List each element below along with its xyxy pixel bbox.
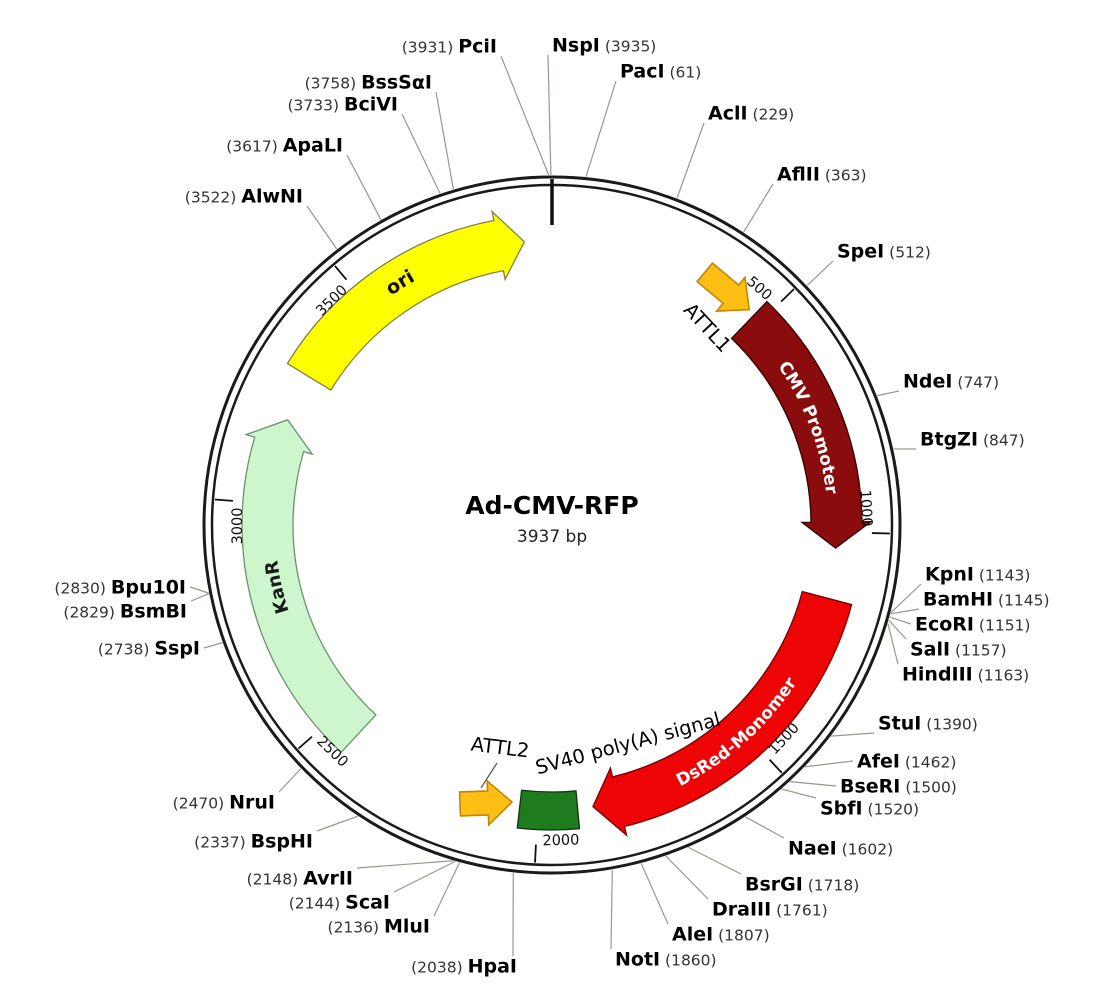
leader-line-EcoRI [889,616,912,625]
site-label-BamHI: BamHI (1145) [923,589,1050,611]
site-label-BssSαI: (3758) BssSαI [305,72,432,94]
leader-line-HindIII [887,623,899,665]
site-label-BspHI: (2337) BspHI [194,831,313,853]
feature-label-leader [480,762,498,789]
leader-line-NotI [610,869,613,950]
feature-attl2-arrow [458,779,514,827]
site-label-PciI: (3931) PciI [402,36,497,58]
tick-mark [334,265,348,281]
leader-line-BsrGI [687,846,742,875]
leader-line-AflII [743,183,774,233]
leader-line-KpnI [890,583,922,614]
feature-kanr [241,419,377,754]
site-label-SspI: (2738) SspI [98,638,200,660]
site-label-NspI: NspI (3935) [552,35,656,57]
site-label-DraIII: DraIII (1761) [712,899,828,921]
leader-line-MluI [433,862,461,917]
feature-dsred-monomer [592,590,853,837]
leader-line-NruI [278,768,302,793]
feature-text-label: ATTL2 [470,733,531,763]
leader-line-ScaI [393,860,456,893]
leader-line-ApaLI [346,154,382,220]
tick-label: 2000 [542,832,579,849]
site-label-AleI: AleI (1807) [672,924,770,946]
leader-line-AclI [676,122,705,199]
leader-line-BseRI [789,781,837,787]
site-label-MluI: (2136) MluI [328,916,430,938]
leader-line-SspI [203,642,223,649]
feature-attl1-arrow [695,262,751,312]
leader-line-BspHI [316,815,359,832]
site-label-AfeI: AfeI (1462) [857,751,956,773]
site-label-NruI: (2470) NruI [173,792,275,814]
leader-line-AlwNI [306,205,338,250]
site-label-SbfI: SbfI (1520) [820,798,919,820]
tick-mark [214,498,233,502]
leader-line-SpeI [806,260,834,286]
leader-line-SalI [888,619,907,640]
tick-mark [780,288,795,303]
leader-line-DraIII [665,855,709,900]
leader-line-BssSαI [435,91,454,190]
feature-ori [286,209,526,392]
site-label-BsrGI: BsrGI (1718) [745,874,859,896]
leader-line-PciI [500,55,550,176]
site-label-NdeI: NdeI (747) [903,371,999,393]
site-label-EcoRI: EcoRI (1151) [915,614,1030,636]
leader-line-BamHI [890,608,920,615]
leader-line-BsmBI [190,593,210,602]
tick-label: 1000 [857,489,875,527]
backbone [202,175,902,875]
site-label-AclI: AclI (229) [708,103,794,125]
site-label-PacI: PacI (61) [620,61,701,83]
leader-line-AfeI [805,760,854,768]
site-label-Bpu10I: (2830) Bpu10I [54,577,186,599]
leader-line-SbfI [781,788,817,799]
leader-line-NdeI [877,390,900,397]
site-label-NotI: NotI (1860) [615,949,717,971]
tick-mark [768,759,783,774]
site-label-ScaI: (2144) ScaI [289,892,390,914]
site-label-HpaI: (2038) HpaI [411,956,517,978]
site-label-SalI: SalI (1157) [910,639,1007,661]
tick-mark [297,735,313,750]
leader-line-BciVI [401,113,441,194]
tick-mark [534,844,537,863]
leader-line-PacI [585,80,617,177]
site-label-AvrII: (2148) AvrII [247,868,353,890]
site-label-AlwNI: (3522) AlwNI [185,186,303,208]
site-label-AflII: AflII (363) [777,164,867,186]
leader-line-StuI [831,732,875,737]
leader-line-Bpu10I [189,586,209,594]
plasmid-name: Ad-CMV-RFP [465,491,639,520]
site-label-BsmBI: (2829) BsmBI [63,601,187,623]
feature-sv40-poly(a)-signal [516,789,581,831]
feature-cmv-promoter [730,300,873,549]
site-label-StuI: StuI (1390) [878,713,978,735]
leader-line-AleI [640,863,669,925]
site-label-ApaLI: (3617) ApaLI [226,135,343,157]
leader-lines [189,54,922,957]
site-label-BseRI: BseRI (1500) [840,776,957,798]
site-label-HindIII: HindIII (1163) [902,664,1029,686]
site-label-NaeI: NaeI (1602) [788,838,893,860]
leader-line-AvrII [356,860,454,869]
tick-label: 3000 [230,508,246,545]
site-label-BciVI: (3733) BciVI [288,94,399,116]
site-label-BtgZI: BtgZI (847) [920,429,1025,451]
plasmid-size: 3937 bp [516,527,588,547]
site-label-KpnI: KpnI (1143) [925,564,1030,586]
leader-line-NspI [547,54,552,176]
leader-line-NaeI [744,816,785,839]
backbone-ring-outer [202,175,902,875]
site-label-SpeI: SpeI (512) [837,241,931,263]
